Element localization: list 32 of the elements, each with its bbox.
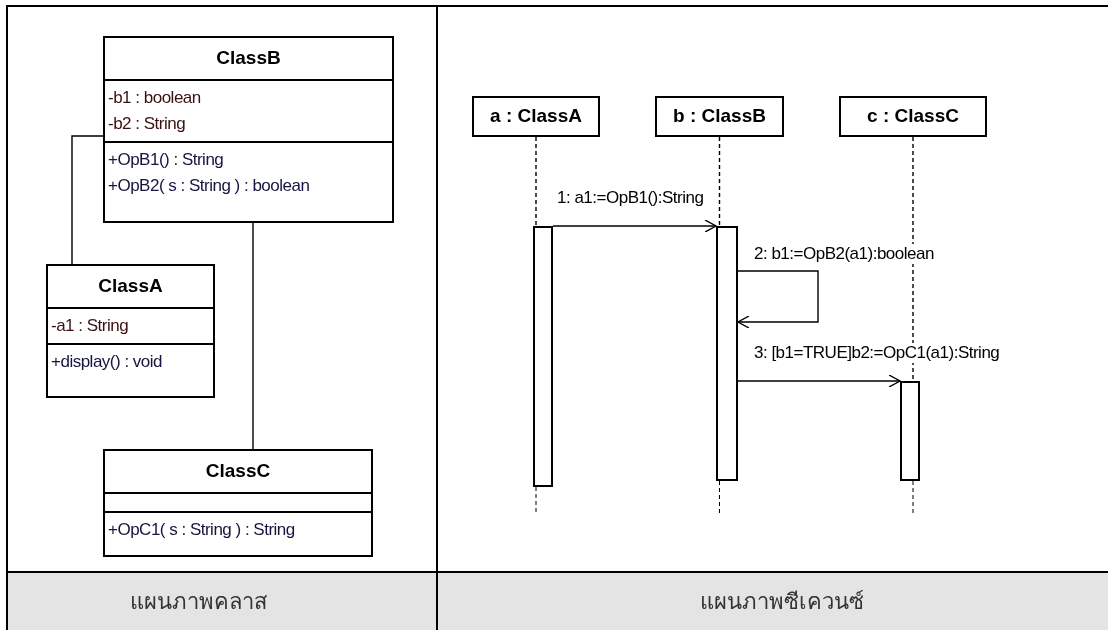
- operation-text: +OpB1() : String: [108, 149, 225, 171]
- message-label: 1: a1:=OpB1():String: [556, 188, 705, 208]
- message-arrow: [737, 270, 819, 329]
- lifeline: [535, 136, 537, 227]
- message-arrow: [737, 374, 901, 388]
- class-name: ClassB: [105, 38, 392, 81]
- class-box: [103, 449, 373, 557]
- object-box: a : ClassA: [472, 96, 600, 137]
- object-box: c : ClassC: [839, 96, 987, 137]
- association-line: [71, 135, 104, 265]
- class-name: ClassC: [105, 451, 371, 494]
- class-box: [46, 264, 215, 398]
- lifeline: [912, 136, 914, 382]
- message-arrow: [552, 219, 717, 233]
- class-box: [103, 36, 394, 223]
- message-label: 3: [b1=TRUE]b2:=OpC1(a1):String: [753, 343, 1001, 363]
- attribute-text: -b2 : String: [108, 113, 187, 135]
- caption-text: แผนภาพคลาส: [130, 588, 267, 616]
- class-name: ClassA: [48, 266, 213, 309]
- operation-text: +OpC1( s : String ) : String: [108, 519, 296, 541]
- operation-text: +OpB2( s : String ) : boolean: [108, 175, 311, 197]
- message-label: 2: b1:=OpB2(a1):boolean: [753, 244, 935, 264]
- activation-bar: [900, 381, 920, 481]
- attribute-text: -a1 : String: [51, 315, 130, 337]
- object-box: b : ClassB: [655, 96, 784, 137]
- attribute-text: -b1 : boolean: [108, 87, 202, 109]
- activation-bar: [716, 226, 738, 481]
- association-line: [252, 222, 254, 450]
- activation-bar: [533, 226, 553, 487]
- lifeline: [718, 136, 721, 227]
- caption-text: แผนภาพซีเควนซ์: [700, 588, 864, 616]
- operation-text: +display() : void: [51, 351, 164, 373]
